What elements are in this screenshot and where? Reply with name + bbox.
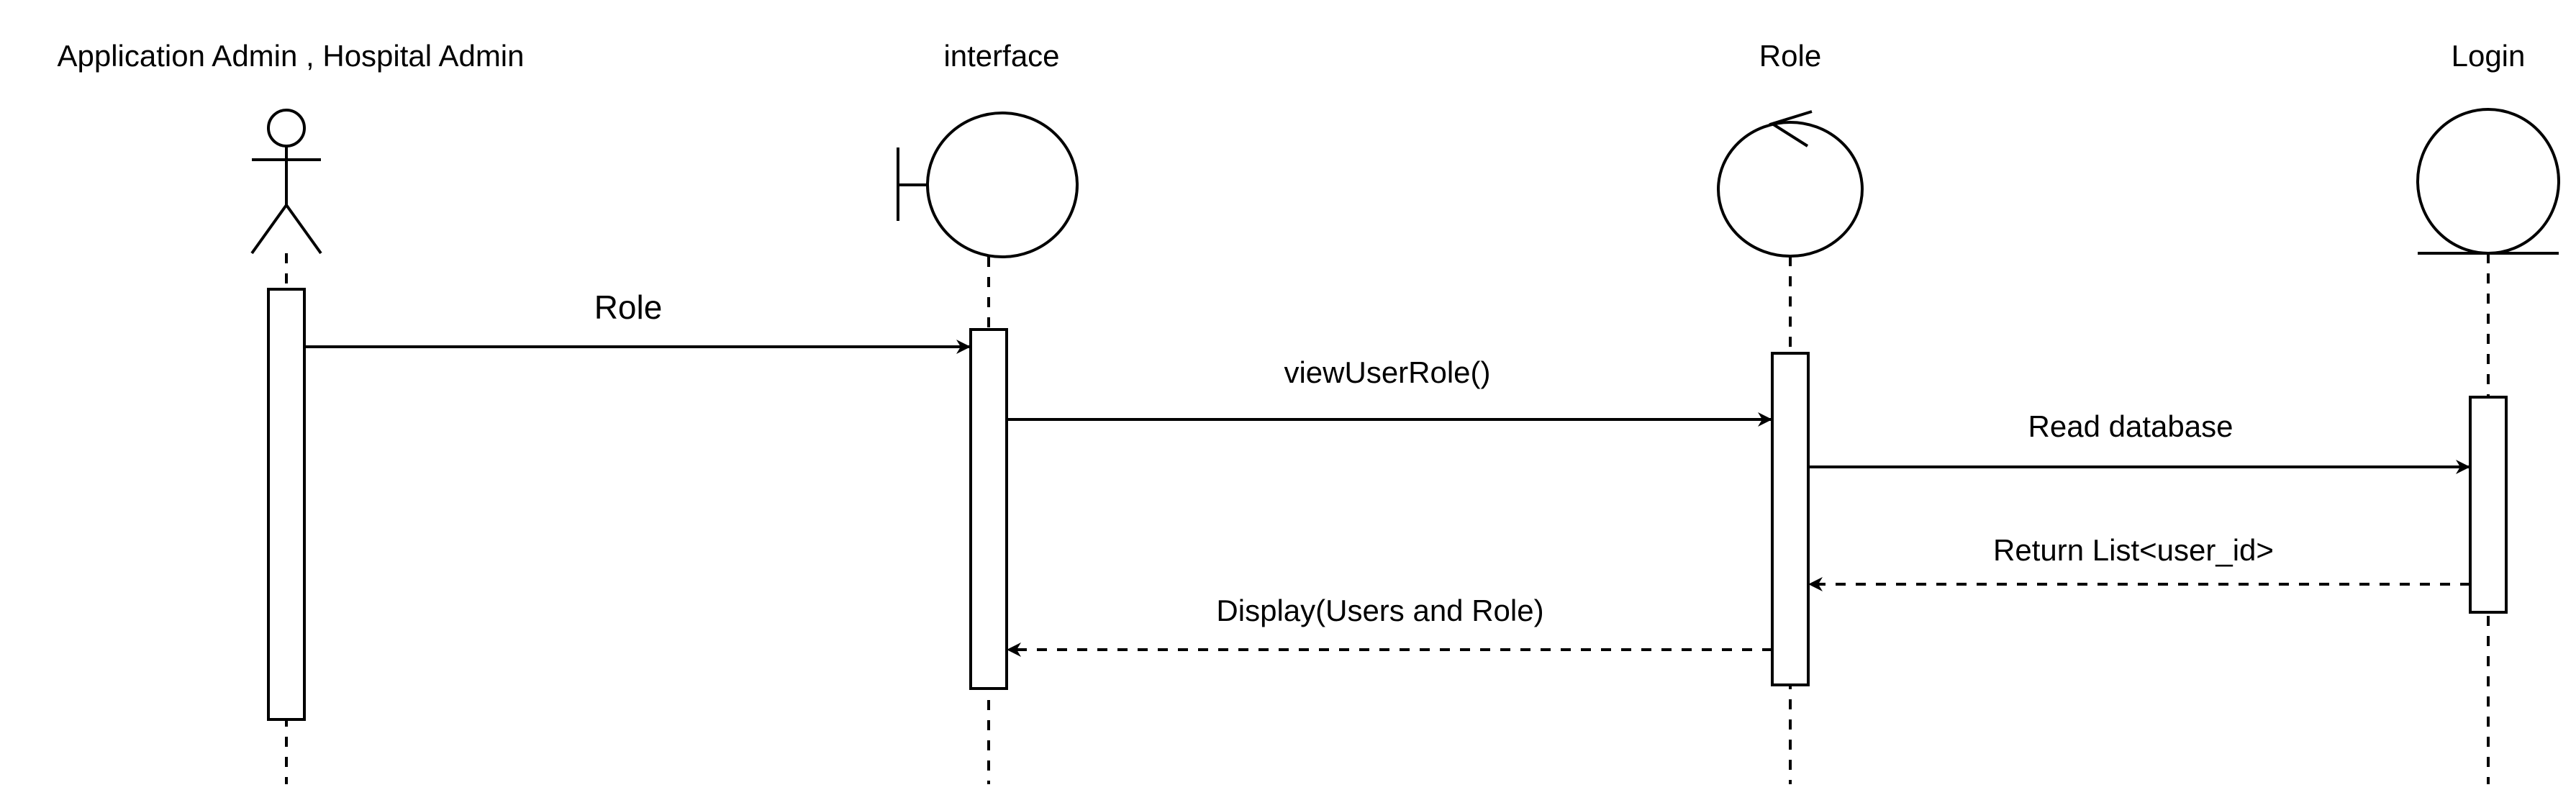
activation-bar-login — [2469, 396, 2508, 614]
participant-label-role: Role — [1759, 39, 1821, 73]
control-icon — [1717, 110, 1864, 258]
message-label-display: Display(Users and Role) — [1216, 594, 1543, 627]
activation-bar-role — [1771, 352, 1810, 686]
entity-icon — [2416, 108, 2560, 255]
participant-label-actor: Application Admin , Hospital Admin — [57, 39, 524, 73]
actor-icon — [250, 109, 322, 255]
message-label-return-list: Return List<user_id> — [1993, 533, 2274, 567]
activation-bar-interface — [969, 328, 1008, 690]
participant-label-login: Login — [2452, 39, 2526, 73]
boundary-icon — [897, 112, 1079, 258]
message-label-read-database: Read database — [2028, 409, 2233, 443]
message-label-view-user-role: viewUserRole() — [1284, 355, 1490, 389]
participant-label-interface: interface — [943, 39, 1059, 73]
message-label-role: Role — [594, 289, 663, 326]
activation-bar-actor — [267, 288, 306, 721]
